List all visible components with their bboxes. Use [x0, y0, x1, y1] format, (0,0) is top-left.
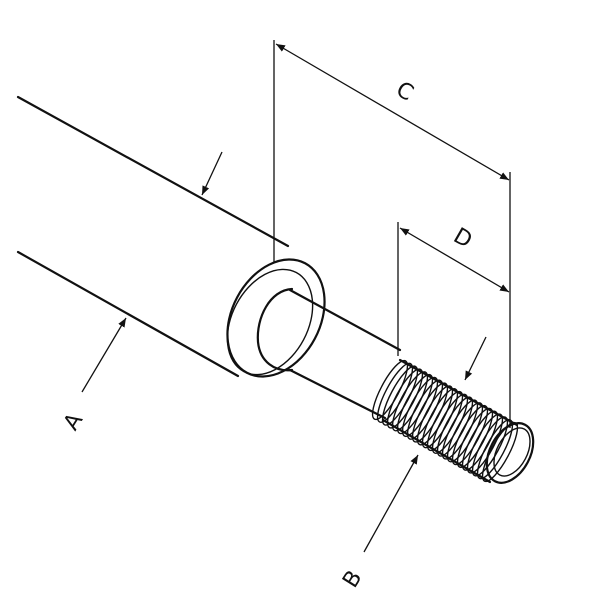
dimension-c: C	[275, 43, 510, 181]
label-a: A	[59, 409, 88, 435]
dimension-d: D	[399, 224, 510, 293]
thread-ridge	[416, 385, 454, 446]
tube-diameter-arrow	[201, 151, 223, 196]
thread-ridge	[451, 404, 489, 466]
reduced-shaft	[256, 287, 402, 420]
thread-ridge	[446, 402, 484, 463]
thread-ridge	[421, 388, 459, 449]
label-b: B	[338, 566, 367, 592]
thread-ridge	[376, 362, 414, 423]
extension-lines	[273, 40, 511, 428]
threaded-end	[371, 358, 535, 484]
thread-ridge	[411, 382, 449, 443]
thread-ridge	[406, 379, 444, 440]
thread-ridge	[396, 373, 434, 435]
leader-b: B	[338, 454, 419, 592]
thread-ridge	[386, 368, 424, 429]
thread-ridge	[461, 410, 499, 471]
thread-ridge	[441, 399, 479, 460]
thread-diameter-arrow	[464, 336, 487, 381]
thread-ridge	[456, 407, 494, 469]
thread-ridge	[401, 376, 439, 438]
tube-end-face	[226, 258, 326, 378]
label-c: C	[392, 77, 418, 106]
thread-ridge	[381, 365, 419, 426]
thread-ridge	[466, 413, 504, 474]
thread-ridge	[391, 371, 429, 432]
thread-ridge	[426, 390, 464, 452]
thread-ridge	[471, 416, 509, 477]
label-d: D	[449, 224, 476, 254]
outer-tube	[16, 95, 290, 378]
thread-ridge	[431, 393, 469, 454]
leader-a: A	[59, 317, 127, 435]
thread-ridge	[371, 359, 409, 421]
thread-ridge	[436, 396, 474, 457]
